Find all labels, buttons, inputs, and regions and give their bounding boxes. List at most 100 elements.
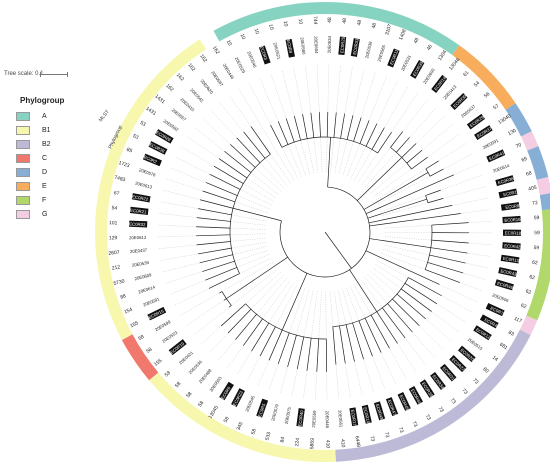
- legend-swatch-g: [16, 209, 30, 219]
- mlst-sequence-type: 58: [164, 370, 172, 378]
- phylogroup-segment-d: [505, 103, 532, 137]
- leaf-name: 20E0488: [198, 367, 213, 384]
- mlst-sequence-type: 405: [528, 185, 538, 193]
- leaf-name: 20E0613: [135, 181, 153, 190]
- leaf-name-highlight: [338, 36, 347, 56]
- leaf-labels: 20E05291020E054610EC0R31020E052110EC0R91…: [108, 16, 540, 449]
- leaf-name: EC0R48: [375, 403, 385, 421]
- leaf-branch: [219, 291, 223, 294]
- leaf-branch: [285, 118, 295, 143]
- leaf-branch: [441, 205, 453, 208]
- leaf-name: 20E0591: [482, 138, 500, 151]
- mlst-sequence-type: 80: [481, 366, 489, 374]
- legend-swatch-b1: [16, 125, 30, 135]
- leaf-branch: [339, 325, 346, 364]
- phylogroup-segment-g: [519, 315, 538, 336]
- leaf-branch: [419, 213, 461, 220]
- leaf-name: 20E0575: [284, 406, 292, 424]
- leaf-branch: [200, 199, 234, 209]
- leaf-branch: [306, 338, 312, 371]
- leaf-branch: [198, 208, 232, 216]
- legend-title: Phylogroup: [20, 96, 65, 105]
- leaf-branch: [429, 168, 444, 177]
- leaf-branch: [270, 124, 283, 148]
- leaf-name-highlight: [148, 141, 168, 155]
- leaf-branch: [401, 143, 417, 158]
- phylogroup-segment-b1: [149, 372, 336, 462]
- leaf-name: EC0R33: [352, 38, 360, 55]
- tree-branches: [196, 112, 469, 372]
- legend-label-b2: B2: [42, 140, 51, 148]
- leaf-name: EC0R3: [259, 46, 268, 61]
- leaf-name-highlight: [129, 206, 149, 215]
- mlst-sequence-type: 1431: [153, 93, 166, 105]
- legend-label-a: A: [42, 112, 47, 120]
- leaf-name: EC0R9: [286, 39, 294, 54]
- leaf-name-highlight: [385, 397, 399, 417]
- clade-stem: [281, 273, 308, 331]
- leaf-name-highlight: [296, 408, 305, 427]
- leaf-branch: [433, 281, 440, 285]
- mlst-sequence-type: 68: [525, 170, 532, 177]
- leaf-branch: [205, 267, 237, 281]
- leaf-guide-line: [179, 261, 274, 317]
- leaf-name: EC0R25: [339, 36, 346, 53]
- leaf-name: 20E0553: [161, 330, 179, 344]
- leaf-branch: [228, 305, 232, 308]
- leaf-name: EC0R21: [130, 208, 147, 215]
- leaf-name-highlight: [450, 92, 468, 110]
- leaf-guide-line: [375, 142, 468, 201]
- leaf-name: EC0R19: [169, 341, 185, 355]
- mlst-sequence-type: 58: [138, 334, 146, 342]
- leaf-name: EC0R30: [452, 93, 468, 108]
- leaf-name: EC0R4: [484, 317, 499, 328]
- clade-stem: [365, 193, 412, 215]
- phylogroup-segment-b2: [335, 329, 531, 462]
- leaf-name: 20E0514: [492, 163, 510, 174]
- phylogroup-segment-g: [536, 177, 550, 195]
- mlst-sequence-type: 154: [123, 307, 133, 316]
- legend-swatch-f: [16, 195, 30, 205]
- leaf-branch: [277, 332, 290, 365]
- mlst-sequence-type: 212: [111, 264, 120, 271]
- leaf-branch: [196, 234, 231, 237]
- legend-item-d: D: [12, 165, 64, 179]
- leaf-name-highlight: [168, 339, 187, 356]
- mlst-sequence-type: 73: [411, 420, 419, 428]
- mlst-sequence-type: 85: [126, 147, 134, 155]
- mlst-sequence-type: 130: [507, 128, 517, 137]
- leaf-name: EC0R29: [469, 114, 486, 128]
- leaf-name: 20E0421: [178, 350, 195, 366]
- leaf-name: 20E0609: [134, 272, 152, 281]
- mlst-sequence-type: 13040: [497, 113, 512, 126]
- leaf-branch: [346, 115, 354, 140]
- leaf-name: 20E0534: [327, 35, 332, 53]
- leaf-name: EC0R28: [155, 130, 172, 143]
- root-stem: [324, 231, 352, 269]
- leaf-name: 20E0437: [460, 103, 477, 118]
- mlst-sequence-type: 84: [279, 436, 286, 443]
- leaf-name: EC0R43: [500, 268, 518, 277]
- tree-scale-bar: [40, 72, 68, 77]
- mlst-sequence-type: 10: [225, 39, 233, 47]
- leaf-name: EC0R34: [431, 374, 445, 390]
- leaf-branch: [287, 335, 297, 368]
- leaf-name: EC0R47: [387, 399, 398, 417]
- leaf-branch: [359, 120, 370, 144]
- leaf-branch: [224, 150, 252, 173]
- leaf-name: 20E0557: [171, 107, 188, 122]
- leaf-branch: [202, 260, 235, 272]
- mlst-sequence-type: 62: [520, 303, 528, 311]
- leaf-branch: [358, 320, 373, 357]
- legend-label-e: E: [42, 182, 47, 190]
- leaf-name-highlight: [474, 125, 493, 140]
- leaf-branch: [425, 160, 439, 170]
- leaf-name-highlight: [131, 193, 151, 203]
- mlst-sequence-type: 73: [471, 377, 479, 385]
- leaf-branch: [352, 322, 364, 360]
- mlst-sequence-type: 48: [413, 37, 421, 45]
- leaf-name: EC0R16: [504, 217, 521, 223]
- mlst-sequence-type: 56: [483, 91, 491, 99]
- leaf-branch: [277, 121, 289, 145]
- leaf-name: EC0R13: [502, 256, 519, 263]
